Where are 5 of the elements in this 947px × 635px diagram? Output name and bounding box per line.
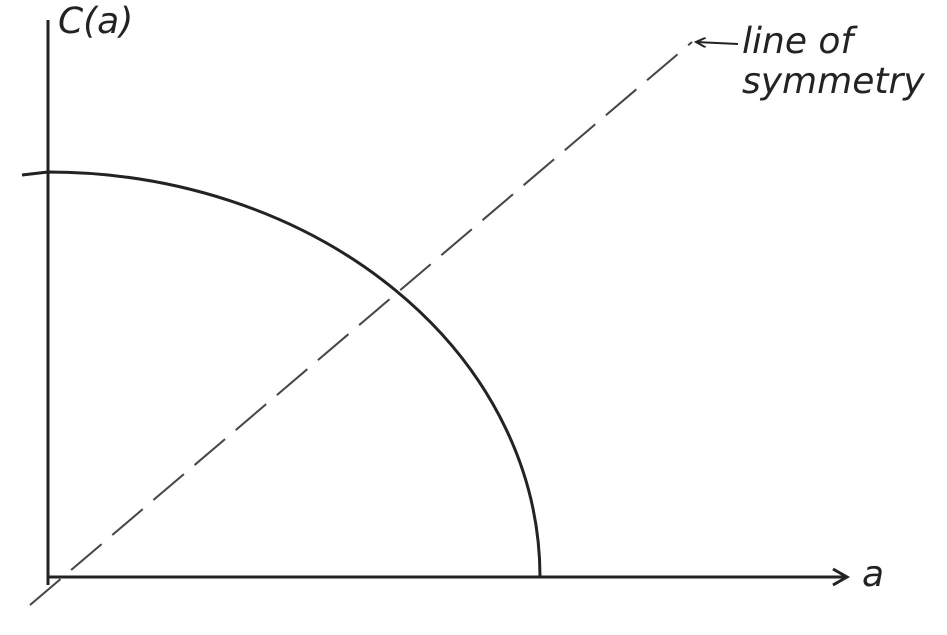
symmetry-line — [29, 41, 693, 606]
leader-arrow — [695, 36, 738, 48]
axis-label: C(a) — [58, 2, 134, 42]
axis-label: a — [862, 555, 884, 595]
callout-text: line of symmetry — [742, 22, 942, 102]
